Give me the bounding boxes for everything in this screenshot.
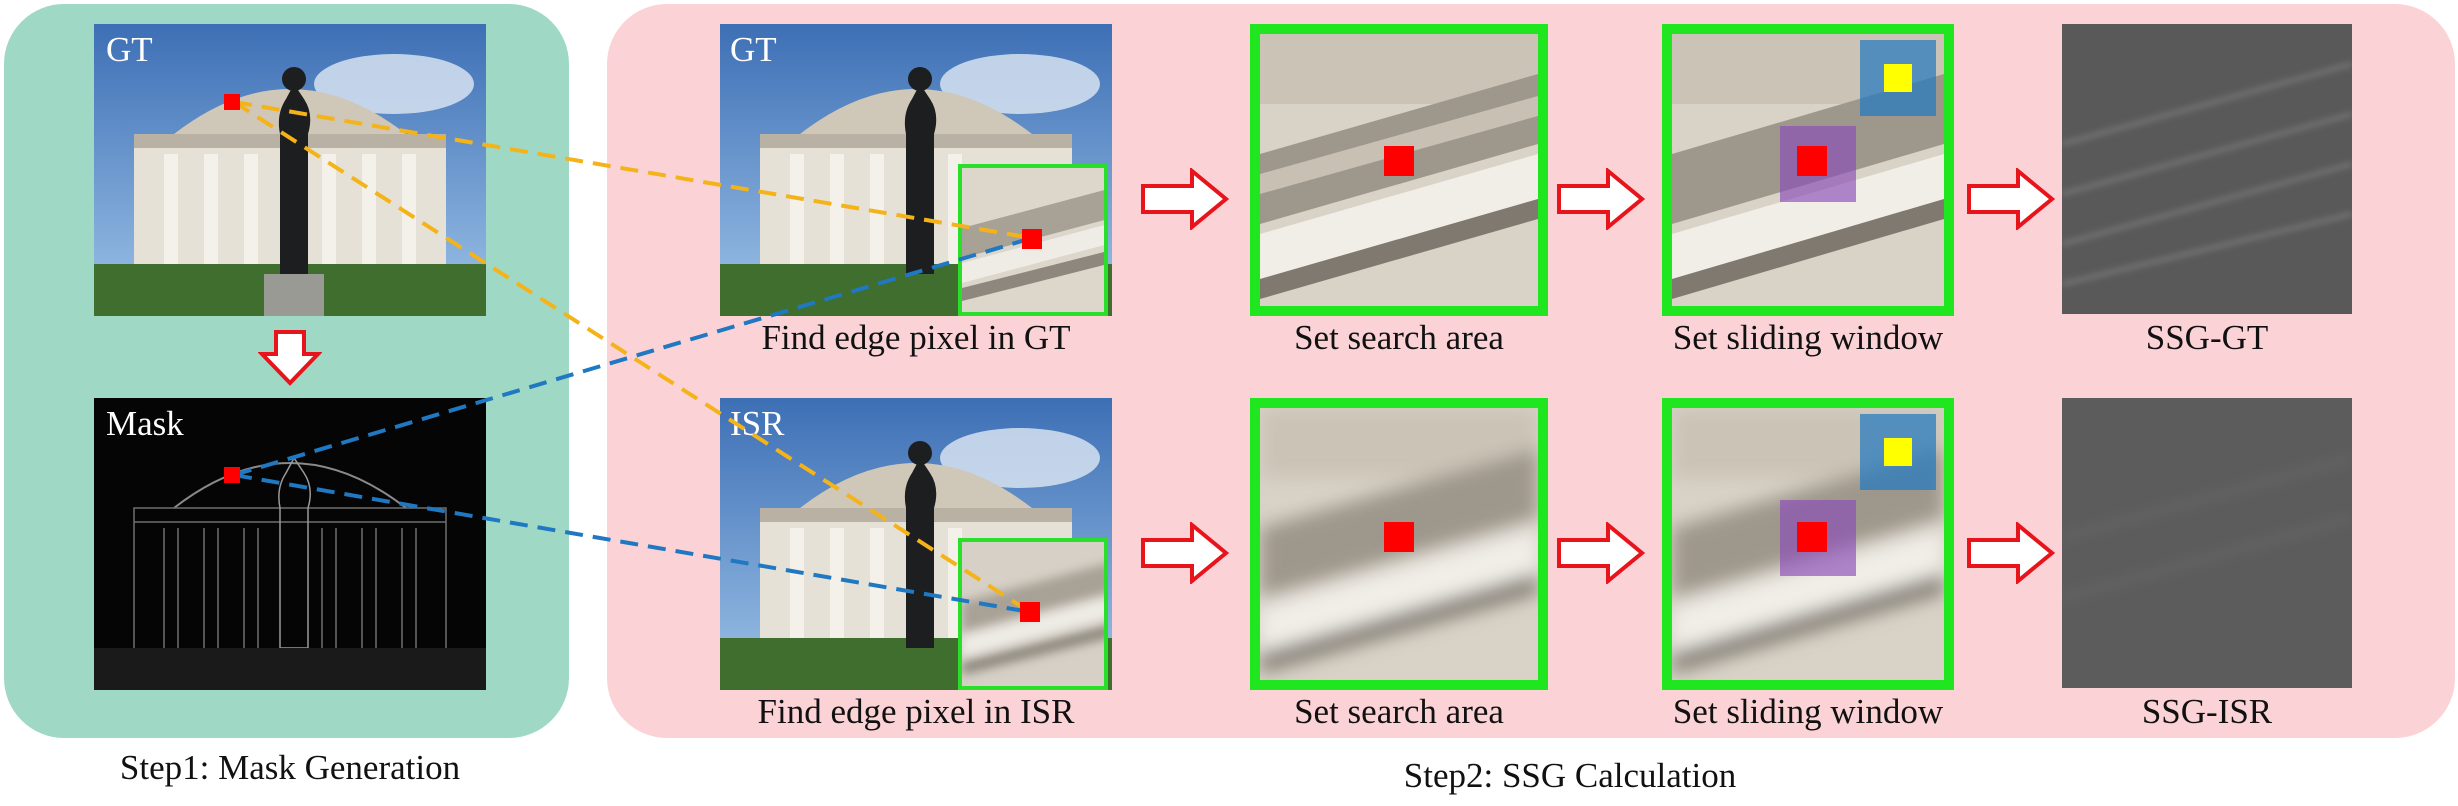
edge-mask [94,398,486,690]
gt-search-area [1250,24,1548,316]
cornice-crop [962,168,1104,312]
gt-window-candidate-marker [1884,64,1912,92]
label-find-edge-gt: Find edge pixel in GT [761,318,1071,357]
gt-to-gt-line [233,100,1033,240]
label-sliding-window-gt: Set sliding window [1672,318,1944,357]
isr-zoom-inset [958,538,1108,690]
gt-search-center-marker [1384,146,1414,176]
label-find-edge-isr: Find edge pixel in ISR [757,692,1075,731]
step1-gt-tag: GT [106,30,153,69]
label-ssg-isr: SSG-ISR [2141,692,2273,731]
ssg-isr-texture [2062,398,2352,688]
isr-window-center-marker [1797,522,1827,552]
label-search-area-isr: Set search area [1294,692,1504,731]
label-search-area-gt: Set search area [1294,318,1504,357]
label-sliding-window-isr: Set sliding window [1672,692,1944,731]
ssg-gt-map [2062,24,2352,314]
mask-to-isr-line [233,473,1031,614]
isr-window-candidate-marker [1884,438,1912,466]
step1-caption: Step1: Mask Generation [119,748,461,787]
gt-window-center-marker [1797,146,1827,176]
gt-edge-marker [224,94,240,110]
right-arrow-icon [1557,168,1646,230]
right-arrow-icon [1967,168,2056,230]
step1-mask-image [94,398,486,690]
right-arrow-icon [1141,168,1230,230]
down-arrow-icon [258,330,322,386]
cornice-crop-blurred [962,542,1104,686]
search-area-crop [1260,34,1538,306]
mask-edge-marker [224,467,240,483]
right-arrow-icon [1557,522,1646,584]
gt-inset-marker [1022,229,1042,249]
ssg-isr-map [2062,398,2352,688]
step2-gt-tag: GT [730,30,777,69]
isr-inset-marker [1020,602,1040,622]
isr-search-center-marker [1384,522,1414,552]
right-arrow-icon [1967,522,2056,584]
step1-mask-tag: Mask [106,404,184,443]
gt-to-isr-line [232,100,1032,614]
right-arrow-icon [1141,522,1230,584]
ssg-gt-texture [2062,24,2352,314]
step2-caption: Step2: SSG Calculation [1403,756,1737,795]
label-ssg-gt: SSG-GT [2145,318,2269,357]
